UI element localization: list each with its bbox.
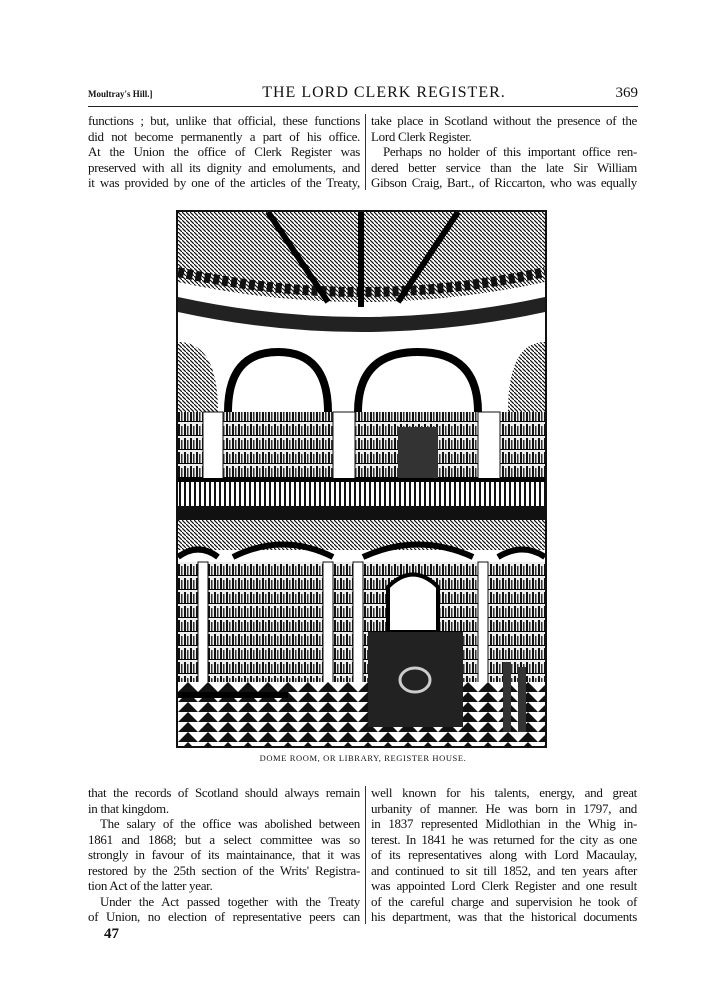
text-line: take place in Scotland without the prese…	[371, 113, 637, 128]
column-rule	[365, 786, 366, 924]
text-line: of Union, no election of representative …	[88, 909, 360, 924]
text-line: terest. In 1841 he was returned for the …	[371, 831, 637, 847]
text-line: urbanity of manner. He was born in 1797,…	[371, 800, 637, 816]
figure-caption: DOME ROOM, OR LIBRARY, REGISTER HOUSE.	[259, 753, 467, 763]
dome-room-illustration	[176, 210, 547, 748]
engraving	[178, 212, 545, 746]
page-header: Moultray's Hill.] THE LORD CLERK REGISTE…	[88, 84, 638, 104]
text-line: Gibson Craig, Bart., of Riccarton, who w…	[371, 175, 637, 190]
text-line: in 1837 represented Midlothian in the Wh…	[371, 816, 637, 831]
top-right-column: take place in Scotland without the prese…	[371, 113, 637, 191]
bottom-right-column: well known for his talents, energy, and …	[371, 785, 637, 925]
page-number: 369	[615, 85, 638, 101]
text-line: of the careful charge and supervision he…	[371, 893, 637, 909]
text-line: of its representatives along with Lord M…	[371, 847, 637, 862]
bottom-left-column: that the records of Scotland should alwa…	[88, 785, 360, 925]
text-line: tion Act of the latter year.	[88, 878, 213, 893]
text-line: his department, was that the historical …	[371, 909, 637, 924]
text-line: and continued to sit till 1852, and ten …	[371, 862, 637, 878]
column-rule	[365, 114, 366, 190]
text-line: Under the Act passed together with the T…	[100, 893, 360, 909]
text-line: The salary of the office was abolished b…	[100, 816, 360, 831]
text-line: it was provided by one of the articles o…	[88, 175, 360, 190]
text-line: dered better service than the late Sir W…	[371, 159, 637, 175]
text-line: 1861 and 1868; but a select committee wa…	[88, 831, 360, 847]
text-line: Lord Clerk Register.	[371, 128, 472, 144]
text-line: that the records of Scotland should alwa…	[88, 785, 360, 800]
text-line: well known for his talents, energy, and …	[371, 785, 637, 800]
text-line: in that kingdom.	[88, 800, 169, 816]
text-line: strongly in favour of its maintainance, …	[88, 847, 360, 862]
text-line: At the Union the office of Clerk Registe…	[88, 144, 360, 159]
running-head-left: Moultray's Hill.]	[88, 89, 153, 99]
header-rule	[88, 106, 638, 107]
text-line: preserved with all its dignity and emolu…	[88, 159, 360, 175]
top-left-column: functions ; but, unlike that official, t…	[88, 113, 360, 191]
text-line: did not become permanently a part of his…	[88, 128, 360, 144]
text-line: Perhaps no holder of this important offi…	[383, 144, 637, 159]
text-line: was appointed Lord Clerk Register and on…	[371, 878, 637, 893]
page-title: THE LORD CLERK REGISTER.	[262, 84, 506, 101]
text-line: restored by the 25th section of the Writ…	[88, 862, 360, 878]
signature-mark: 47	[104, 926, 119, 942]
text-line: functions ; but, unlike that official, t…	[88, 113, 360, 128]
